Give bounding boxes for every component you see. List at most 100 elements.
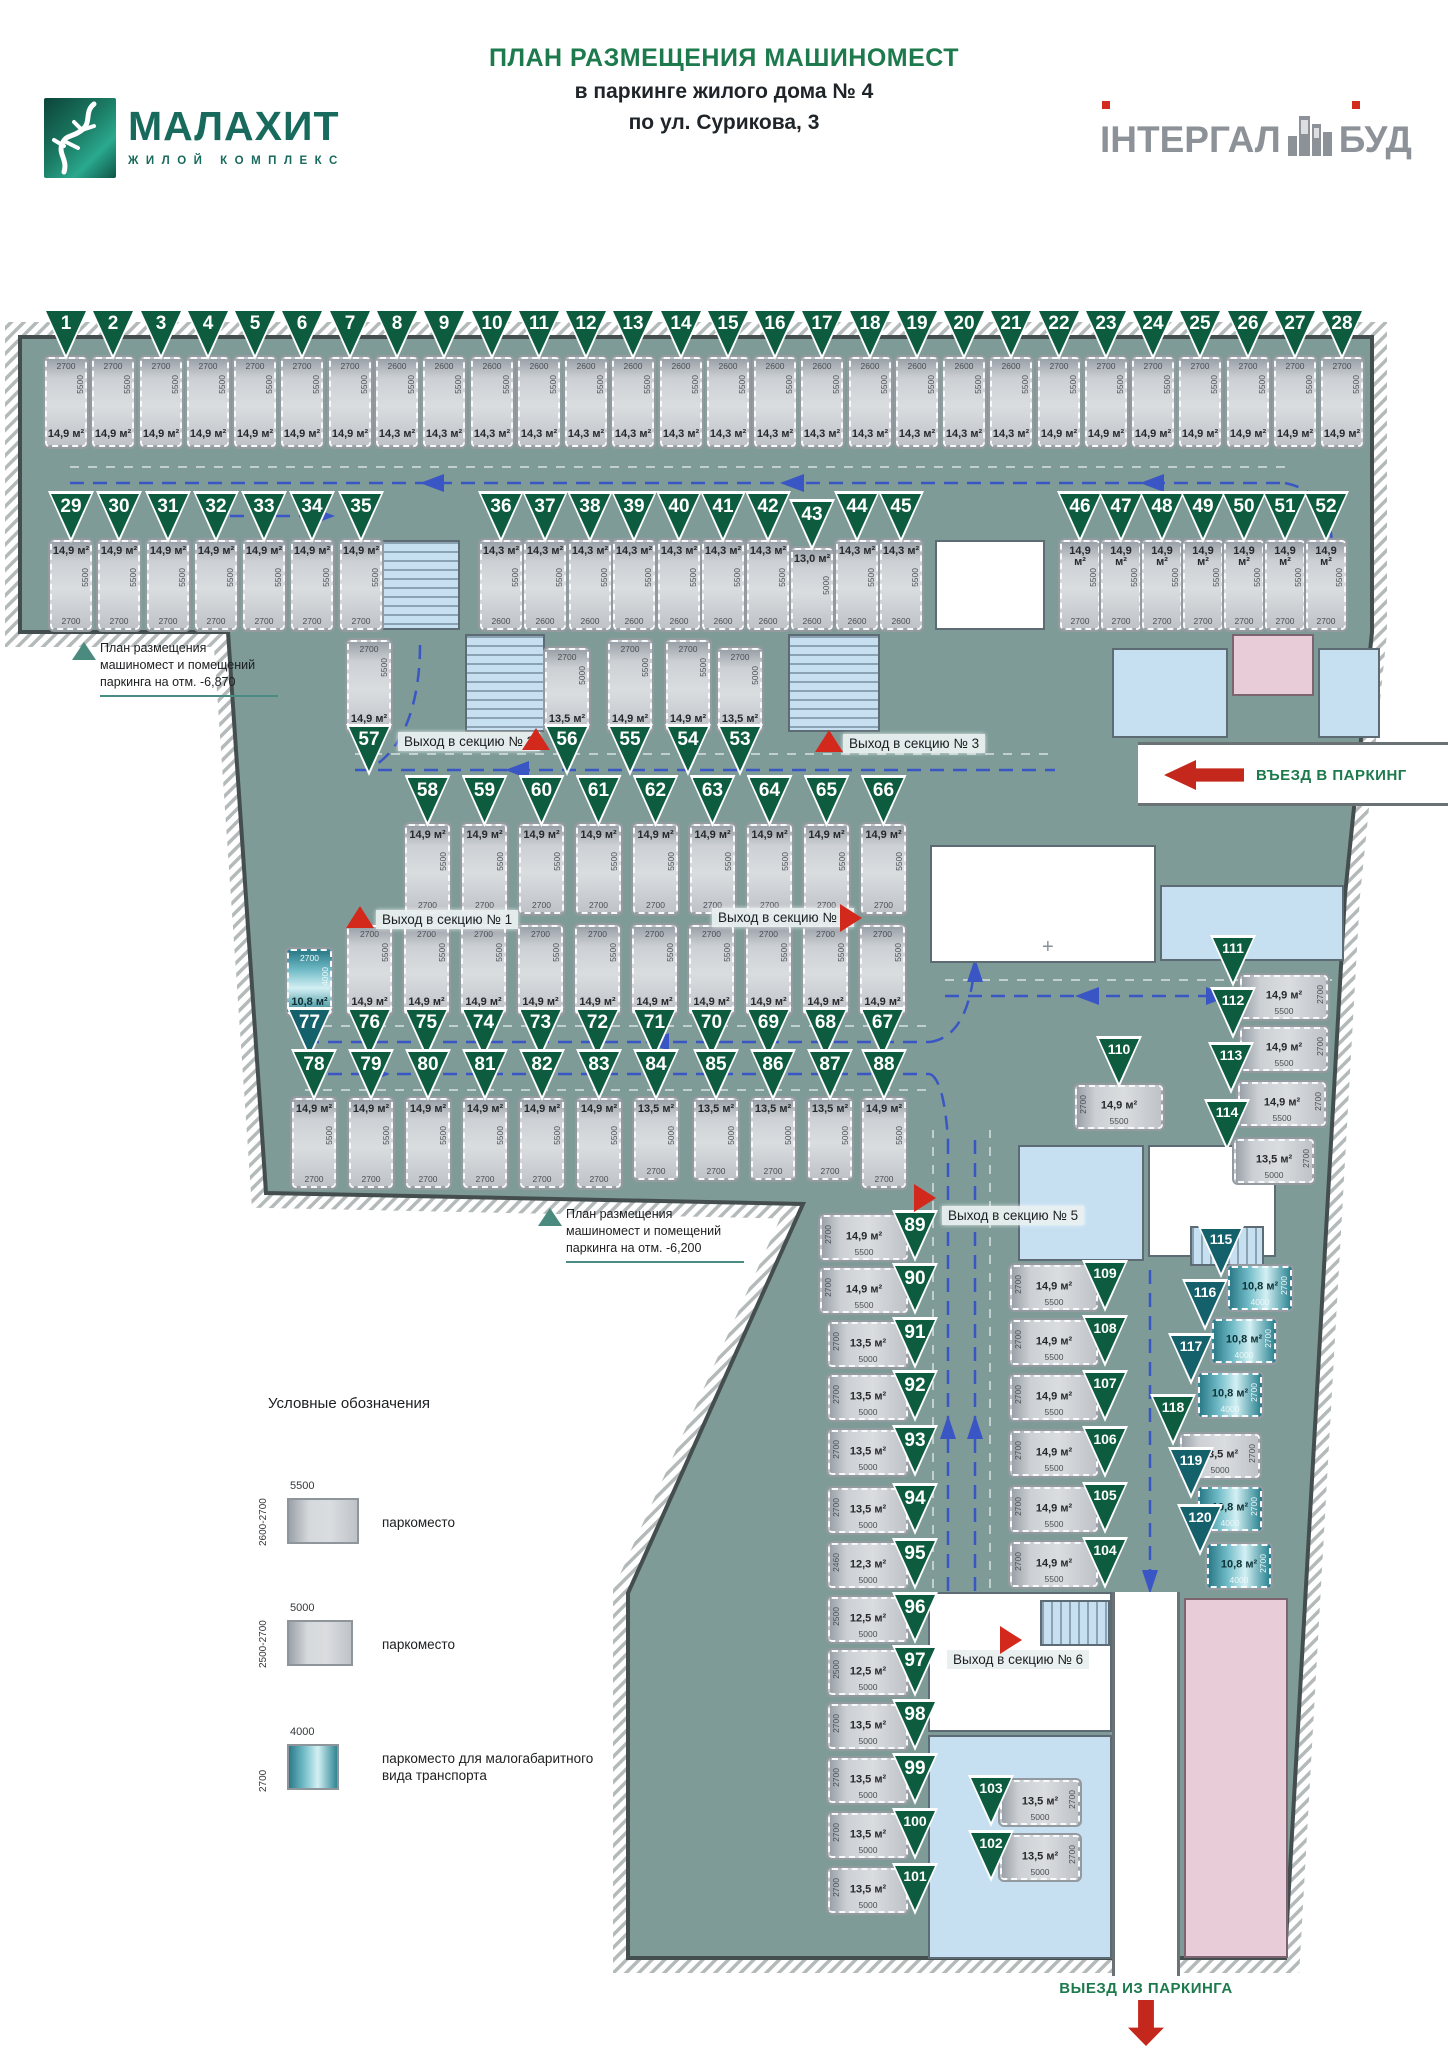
- intergal-logo[interactable]: ІНТЕРГАЛ БУД: [1100, 101, 1412, 158]
- malachite-logo[interactable]: МАЛАХИТ ЖИЛОЙ КОМПЛЕКС: [44, 98, 345, 178]
